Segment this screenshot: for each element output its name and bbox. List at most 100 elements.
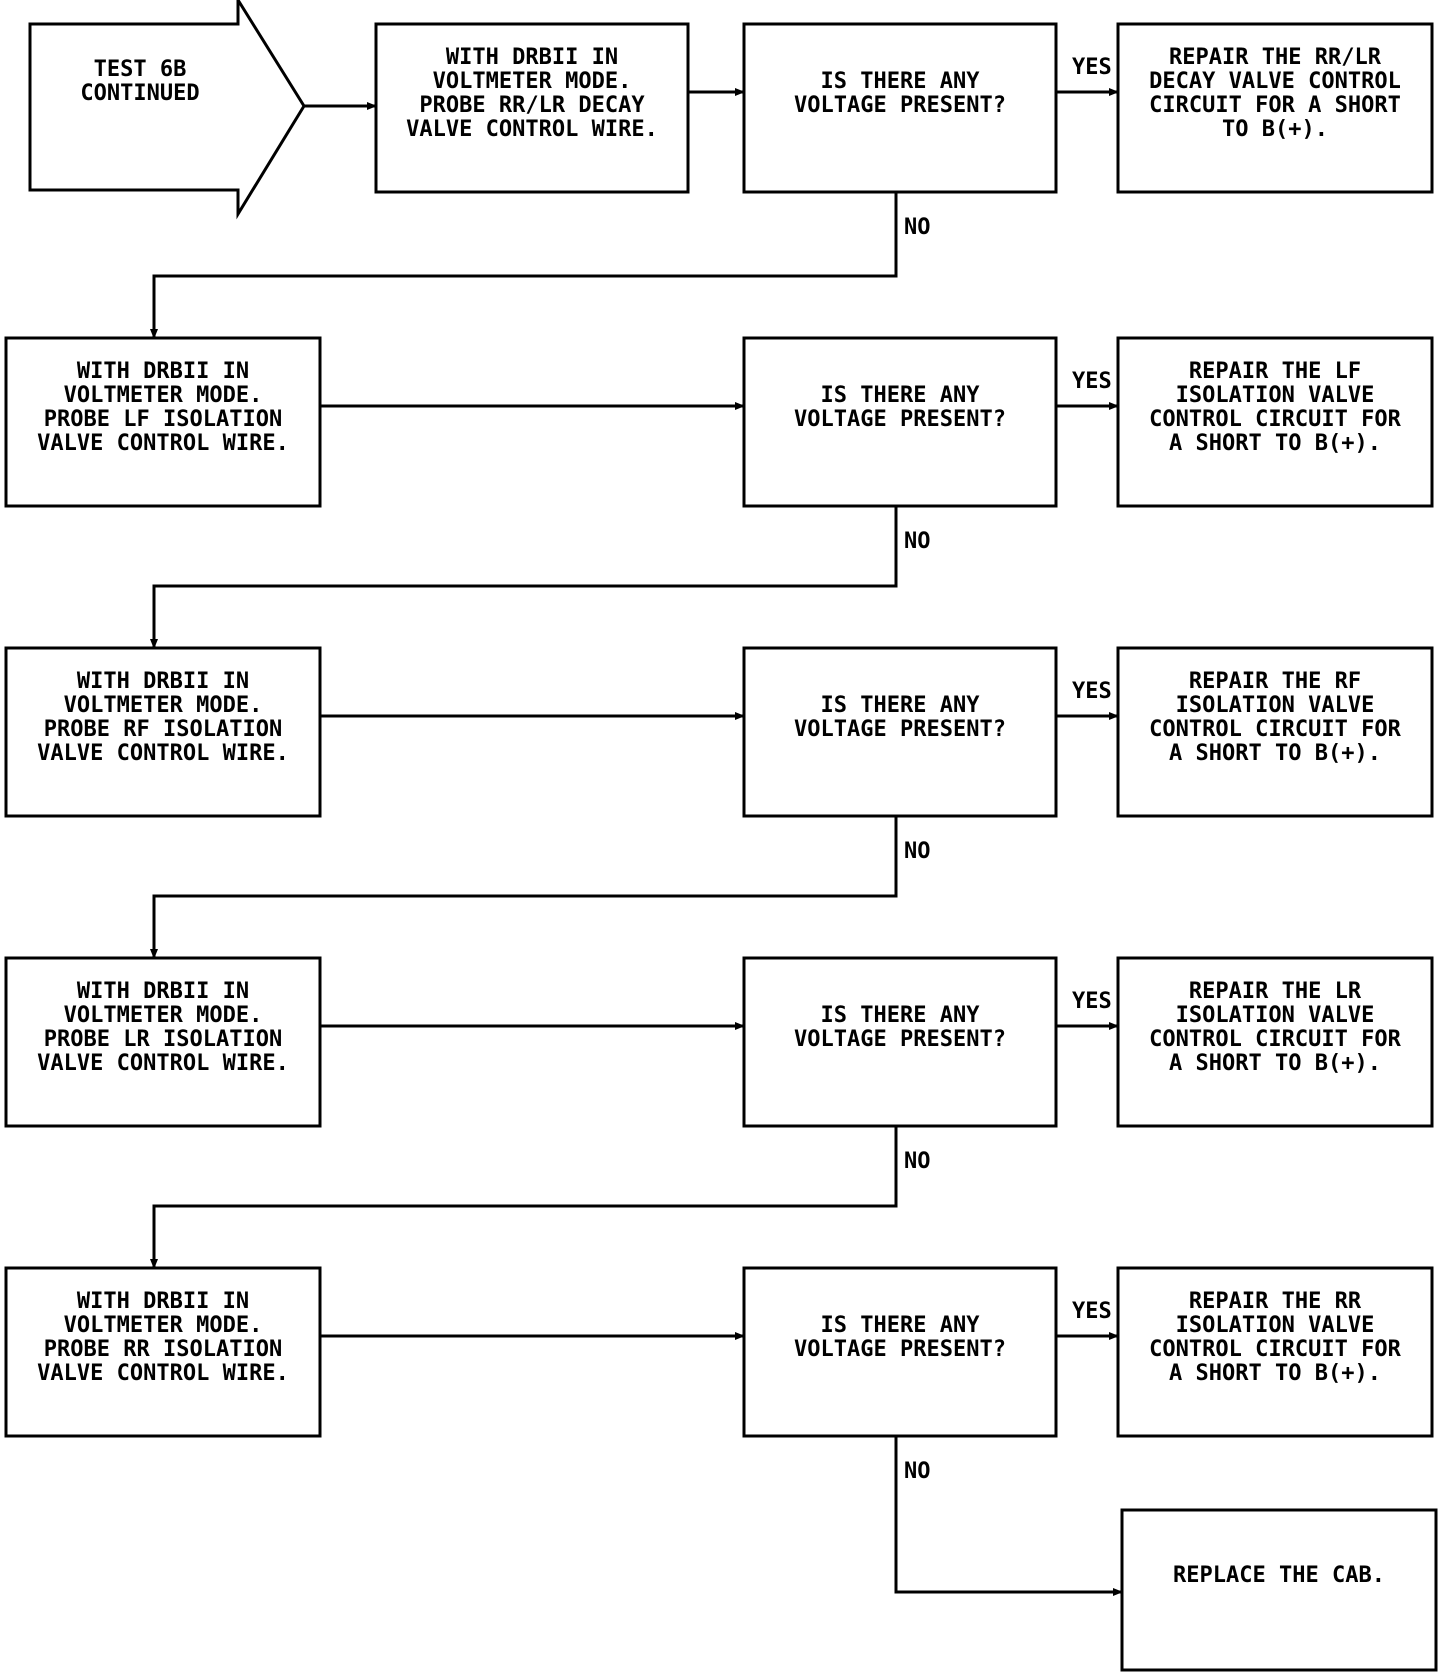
box-text-line: CONTROL CIRCUIT FOR bbox=[1149, 407, 1401, 432]
box-text-line: DECAY VALVE CONTROL bbox=[1149, 69, 1401, 94]
probe-box-3-frame bbox=[4, 646, 322, 818]
box-text-line: WITH DRBII IN bbox=[77, 1289, 249, 1314]
yes-label-2: YES bbox=[1072, 369, 1112, 394]
box-text-line: CONTROL CIRCUIT FOR bbox=[1149, 717, 1401, 742]
box-text-line: VOLTMETER MODE. bbox=[433, 69, 632, 94]
box-text-line: VOLTAGE PRESENT? bbox=[794, 93, 1006, 118]
box-text-line: VOLTMETER MODE. bbox=[64, 383, 263, 408]
no-label-1: NO bbox=[904, 215, 931, 240]
repair-box-4-frame bbox=[1116, 956, 1434, 1128]
probe-box-2-frame bbox=[4, 336, 322, 508]
box-text-line: A SHORT TO B(+). bbox=[1169, 1361, 1381, 1386]
no-line-1 bbox=[150, 192, 898, 339]
no-line-final bbox=[894, 1436, 1123, 1596]
repair-box-5-frame bbox=[1116, 1266, 1434, 1438]
box-text-line: PROBE LF ISOLATION bbox=[44, 407, 282, 432]
no-label-4: NO bbox=[904, 1149, 931, 1174]
repair-box-2-frame bbox=[1116, 336, 1434, 508]
yes-label-1: YES bbox=[1072, 55, 1112, 80]
box-text-line: IS THERE ANY bbox=[821, 69, 981, 94]
repair-box-3-frame bbox=[1116, 646, 1434, 818]
decision-box-2-frame bbox=[742, 336, 1058, 508]
no-label-2: NO bbox=[904, 529, 931, 554]
probe-box-4-frame bbox=[4, 956, 322, 1128]
no-line-2 bbox=[150, 506, 898, 649]
yes-label-4: YES bbox=[1072, 989, 1112, 1014]
box-text-line: IS THERE ANY bbox=[821, 1313, 981, 1338]
box-text-line: IS THERE ANY bbox=[821, 383, 981, 408]
connector-lines bbox=[150, 88, 1123, 1596]
start-arrow-shape bbox=[28, 0, 306, 220]
box-text-line: PROBE RF ISOLATION bbox=[44, 717, 282, 742]
box-text-line: REPAIR THE RR/LR bbox=[1169, 45, 1382, 70]
box-text-line: IS THERE ANY bbox=[821, 1003, 981, 1028]
no-line-4 bbox=[150, 1126, 898, 1269]
box-text-line: VALVE CONTROL WIRE. bbox=[406, 117, 658, 142]
replace-cab-box-frame bbox=[1120, 1508, 1438, 1672]
box-text-line: PROBE LR ISOLATION bbox=[44, 1027, 282, 1052]
box-text-line: TO B(+). bbox=[1222, 117, 1328, 142]
box-text-line: IS THERE ANY bbox=[821, 693, 981, 718]
box-text-line: A SHORT TO B(+). bbox=[1169, 431, 1381, 456]
box-text-line: VALVE CONTROL WIRE. bbox=[37, 741, 289, 766]
box-text-line: ISOLATION VALVE bbox=[1176, 693, 1375, 718]
box-text-line: REPAIR THE LR bbox=[1189, 979, 1362, 1004]
box-text-line: WITH DRBII IN bbox=[446, 45, 618, 70]
box-text-line: CIRCUIT FOR A SHORT bbox=[1149, 93, 1401, 118]
box-text-line: REPAIR THE RF bbox=[1189, 669, 1361, 694]
decision-box-5-frame bbox=[742, 1266, 1058, 1438]
box-text-line: VOLTMETER MODE. bbox=[64, 1313, 263, 1338]
box-text-line: VALVE CONTROL WIRE. bbox=[37, 1361, 289, 1386]
box-text-line: CONTROL CIRCUIT FOR bbox=[1149, 1337, 1401, 1362]
box-text-line: ISOLATION VALVE bbox=[1176, 383, 1375, 408]
yes-label-3: YES bbox=[1072, 679, 1112, 704]
box-text-line: WITH DRBII IN bbox=[77, 979, 249, 1004]
box-text-line: PROBE RR/LR DECAY bbox=[419, 93, 645, 118]
box-text-line: A SHORT TO B(+). bbox=[1169, 1051, 1381, 1076]
box-text-line: VOLTAGE PRESENT? bbox=[794, 1027, 1006, 1052]
box-text-line: VOLTAGE PRESENT? bbox=[794, 407, 1006, 432]
box-text-line: WITH DRBII IN bbox=[77, 669, 249, 694]
box-text-line: REPLACE THE CAB. bbox=[1173, 1563, 1385, 1588]
box-text-line: REPAIR THE RR bbox=[1189, 1289, 1362, 1314]
replace-cab-box: REPLACE THE CAB. bbox=[1120, 1508, 1438, 1672]
box-text-line: CONTINUED bbox=[80, 81, 199, 106]
no-line-3 bbox=[150, 816, 898, 959]
decision-box-1-frame bbox=[742, 22, 1058, 194]
probe-box-5-frame bbox=[4, 1266, 322, 1438]
box-text-line: VALVE CONTROL WIRE. bbox=[37, 1051, 289, 1076]
box-text-line: VOLTMETER MODE. bbox=[64, 1003, 263, 1028]
no-label-3: NO bbox=[904, 839, 931, 864]
decision-box-3-frame bbox=[742, 646, 1058, 818]
box-text-line: ISOLATION VALVE bbox=[1176, 1313, 1375, 1338]
box-text-line: ISOLATION VALVE bbox=[1176, 1003, 1375, 1028]
box-text-line: A SHORT TO B(+). bbox=[1169, 741, 1381, 766]
no-label-final: NO bbox=[904, 1459, 931, 1484]
box-text-line: CONTROL CIRCUIT FOR bbox=[1149, 1027, 1401, 1052]
box-text-line: VOLTAGE PRESENT? bbox=[794, 1337, 1006, 1362]
decision-box-4-frame bbox=[742, 956, 1058, 1128]
repair-box-1-frame bbox=[1116, 22, 1434, 194]
box-text-line: WITH DRBII IN bbox=[77, 359, 249, 384]
box-text-line: VOLTAGE PRESENT? bbox=[794, 717, 1006, 742]
box-text-line: VOLTMETER MODE. bbox=[64, 693, 263, 718]
box-text-line: TEST 6B bbox=[94, 57, 187, 82]
